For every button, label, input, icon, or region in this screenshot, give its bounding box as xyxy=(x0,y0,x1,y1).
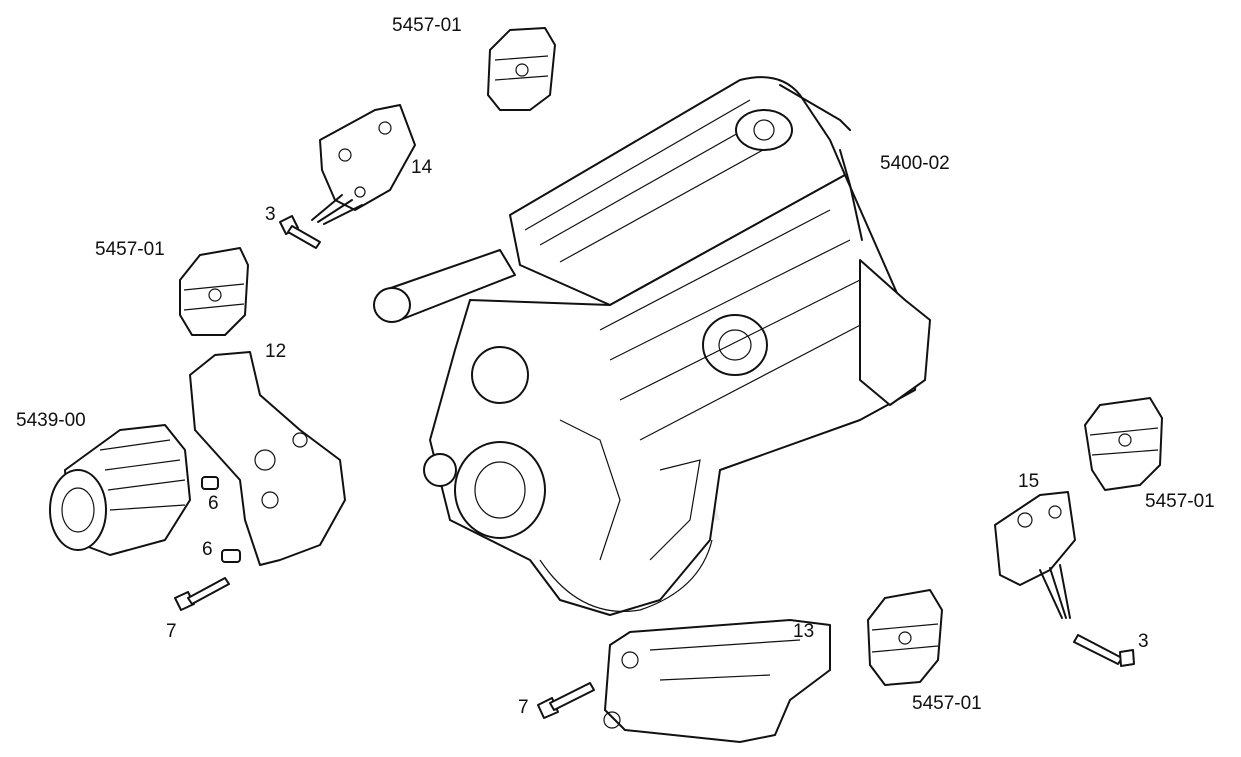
label-bolt-3-left: 3 xyxy=(265,204,276,225)
label-engine: 5400-02 xyxy=(880,153,950,174)
bolt-7-left xyxy=(174,577,230,611)
bracket-15 xyxy=(994,491,1076,619)
engine-mount-right xyxy=(1084,397,1163,491)
bracket-14 xyxy=(311,104,416,225)
label-bracket-15: 15 xyxy=(1018,471,1040,492)
bolt-3-upper xyxy=(279,215,321,249)
label-mount-left: 5457-01 xyxy=(95,239,165,260)
spacer-6-lower xyxy=(221,549,241,563)
engine-mount-bottom xyxy=(867,589,943,686)
bracket-13 xyxy=(603,619,831,743)
bolt-7-bottom xyxy=(537,682,595,719)
label-bolt-7-left: 7 xyxy=(166,621,177,642)
engine-mount-top xyxy=(487,27,556,111)
label-mount-bottom: 5457-01 xyxy=(912,693,982,714)
label-bracket-14: 14 xyxy=(411,157,433,178)
label-bracket-12: 12 xyxy=(265,341,287,362)
label-spacer-6-lower: 6 xyxy=(202,539,213,560)
label-mount-right: 5457-01 xyxy=(1145,491,1215,512)
bracket-12 xyxy=(189,351,346,566)
spacer-6-upper xyxy=(201,476,219,490)
engine-assembly xyxy=(373,76,931,616)
ac-compressor xyxy=(49,424,191,556)
label-spacer-6-upper: 6 xyxy=(208,493,219,514)
engine-mount-left xyxy=(179,247,249,336)
label-bracket-13: 13 xyxy=(793,621,815,642)
label-compressor: 5439-00 xyxy=(16,410,86,431)
label-bolt-3-right: 3 xyxy=(1138,631,1149,652)
bolt-3-right xyxy=(1073,634,1135,667)
label-bolt-7-bottom: 7 xyxy=(518,697,529,718)
label-mount-top: 5457-01 xyxy=(392,15,462,36)
